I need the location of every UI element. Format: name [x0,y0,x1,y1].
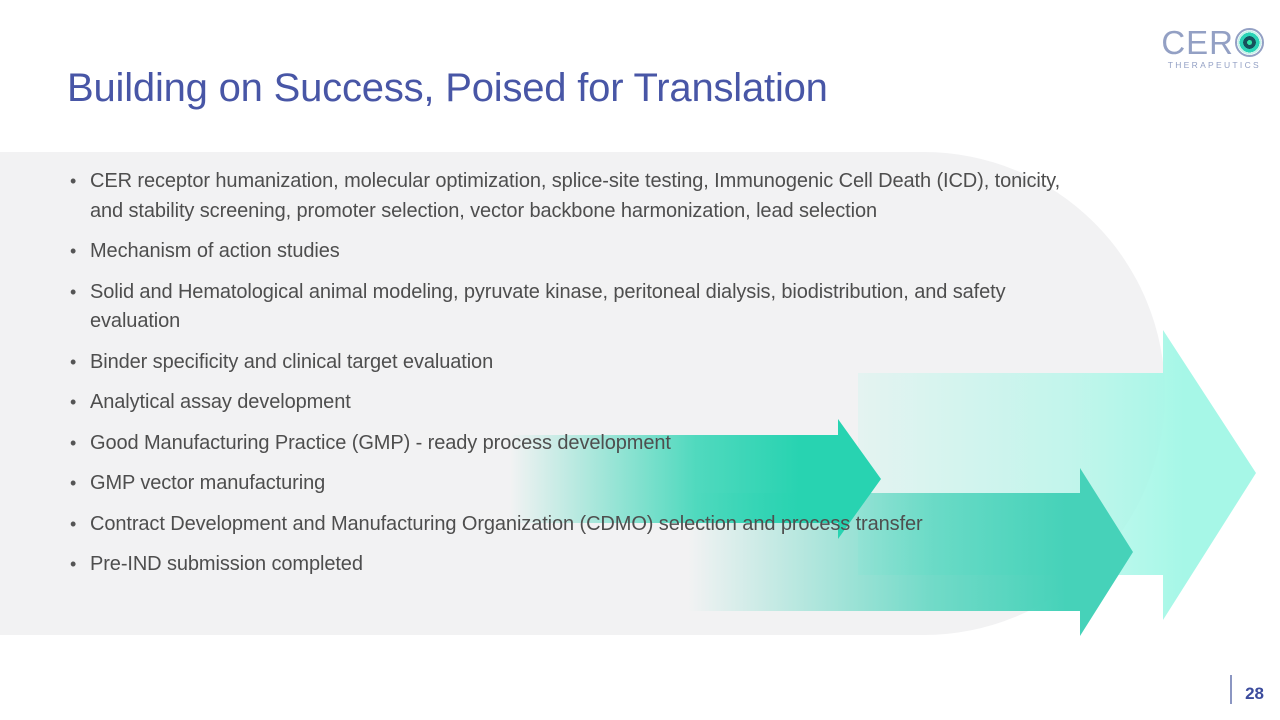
cero-logo-target-icon [1235,28,1264,57]
slide-footer: 28 [1230,675,1264,704]
bullet-item: Good Manufacturing Practice (GMP) - read… [68,429,1073,459]
bullet-item: Contract Development and Manufacturing O… [68,510,1073,540]
bullet-item: GMP vector manufacturing [68,469,1073,499]
logo-subtext: THERAPEUTICS [1167,60,1261,70]
bullet-item: Binder specificity and clinical target e… [68,348,1073,378]
bullet-item: Mechanism of action studies [68,237,1073,267]
bullet-item: Solid and Hematological animal modeling,… [68,278,1073,337]
slide-title: Building on Success, Poised for Translat… [67,66,828,110]
logo-wordmark: CER [1161,23,1234,62]
bullet-list: CER receptor humanization, molecular opt… [68,167,1073,591]
page-number: 28 [1245,683,1264,703]
bullet-item: Pre-IND submission completed [68,550,1073,580]
bullet-item: CER receptor humanization, molecular opt… [68,167,1073,226]
cero-therapeutics-logo: CER THERAPEUTICS [1144,26,1264,70]
bullet-item: Analytical assay development [68,388,1073,418]
footer-divider-line [1230,675,1233,704]
